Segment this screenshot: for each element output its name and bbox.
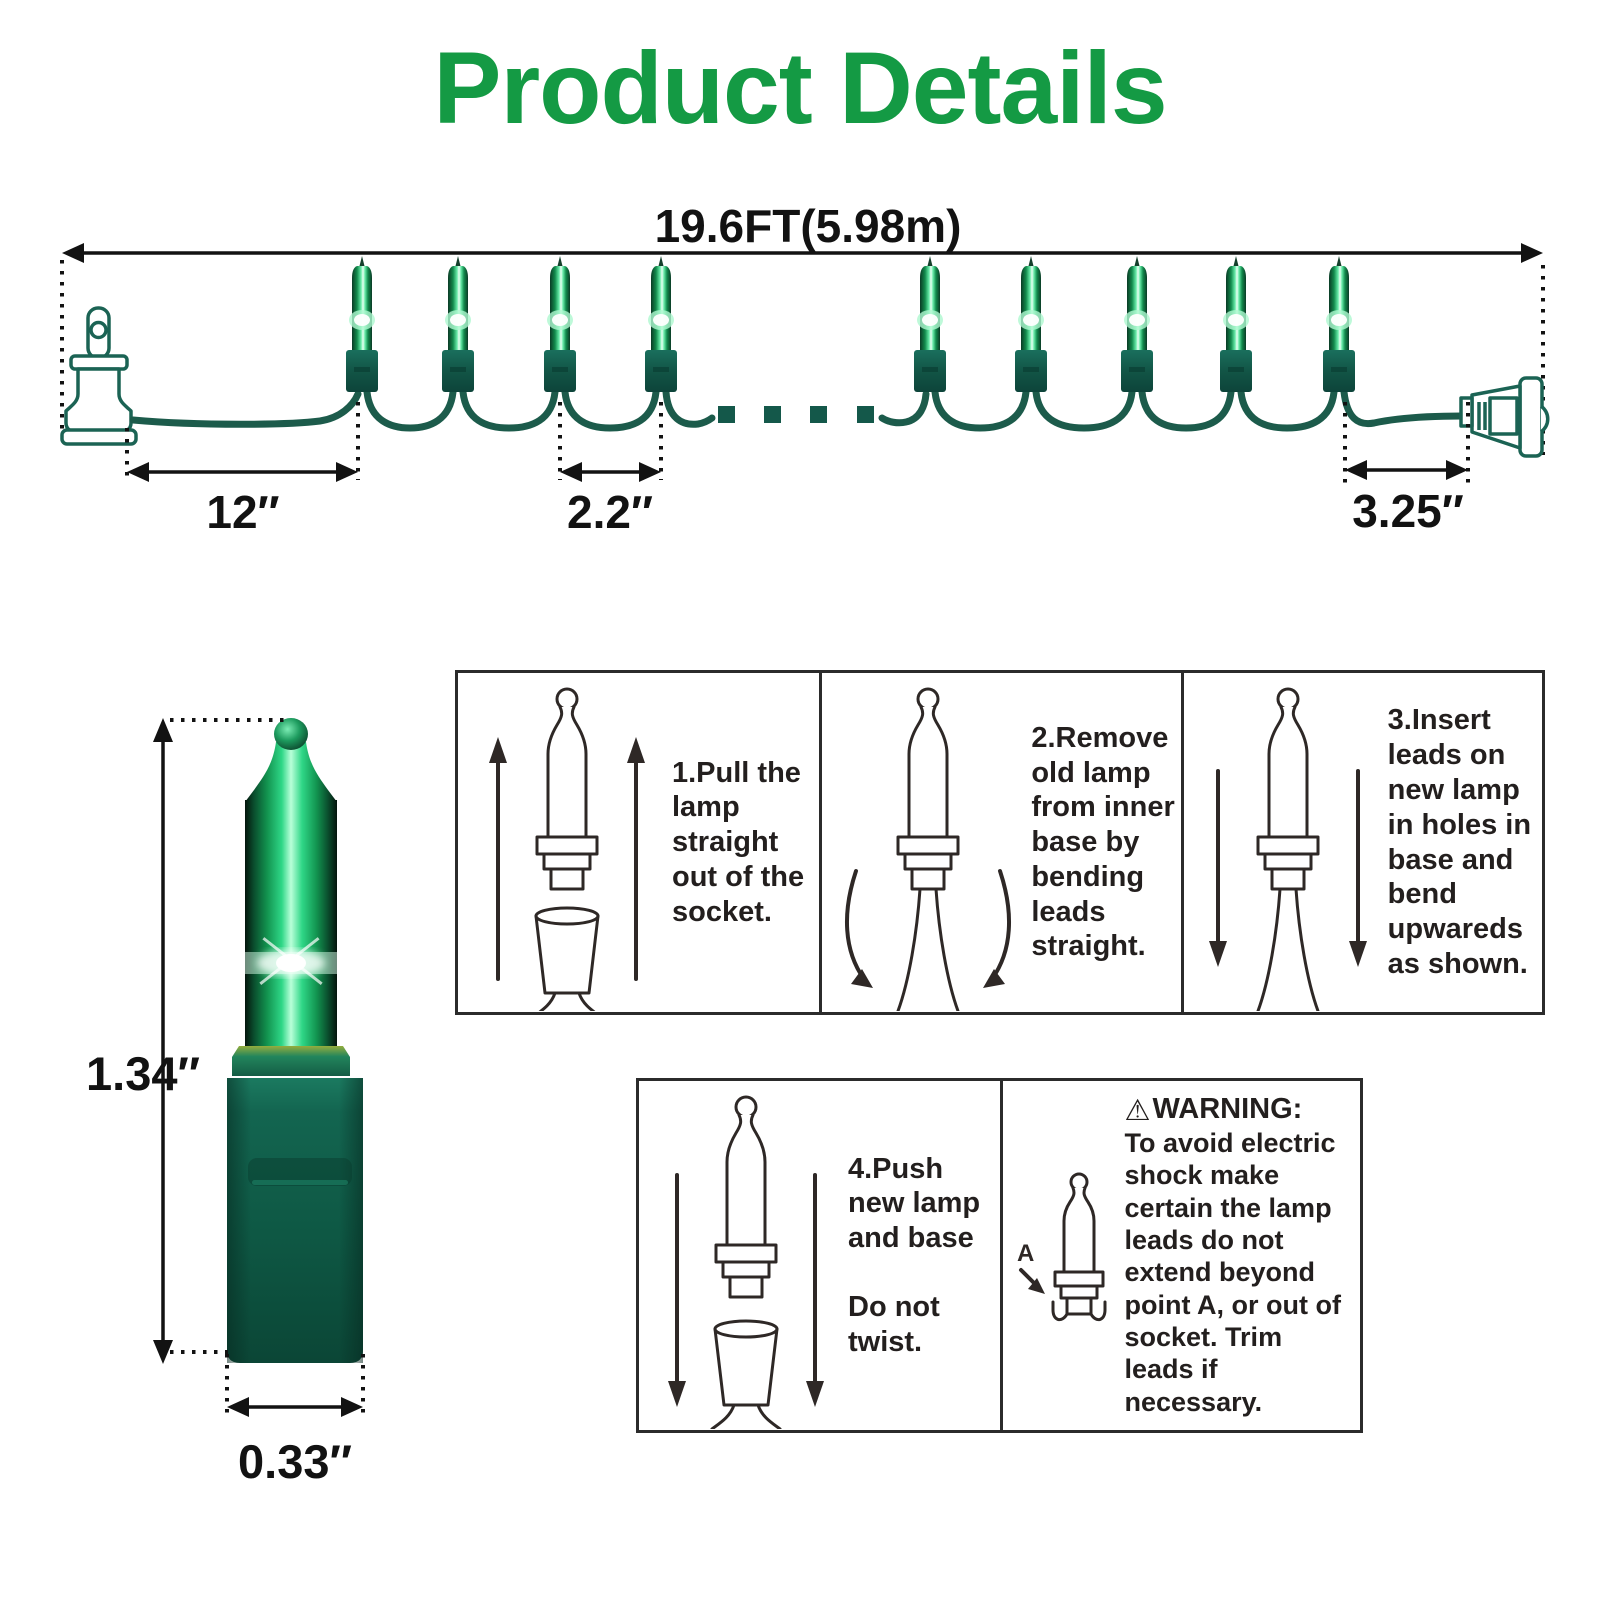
plug-icon: [60, 306, 138, 446]
step3-panel: 3.Insert leads on new lamp in holes in b…: [1180, 673, 1542, 1012]
step1-panel: 1.Pull the lamp straight out of the sock…: [458, 673, 819, 1012]
warning-text-block: ⚠ WARNING: To avoid electric shock make …: [1125, 1093, 1357, 1419]
warning-header: ⚠ WARNING:: [1125, 1093, 1357, 1127]
instruction-panels-row2: 4.Push new lamp and base Do not twist. A: [636, 1078, 1363, 1433]
bulb-dimension-figure: 1.34″ 0.33″: [86, 718, 365, 1488]
step2-diagram: [845, 687, 1012, 1011]
instruction-panels-row1: 1.Pull the lamp straight out of the sock…: [455, 670, 1545, 1015]
string-lights-diagram: 19.6FT(5.98m): [60, 200, 1550, 538]
step4-text-block: 4.Push new lamp and base Do not twist.: [848, 1152, 998, 1360]
wire: [129, 388, 1466, 432]
step4-text: 4.Push new lamp and base: [848, 1152, 981, 1255]
step2-text: 2.Remove old lamp from inner base by ben…: [1031, 721, 1175, 963]
bulb-spacing-label: 2.2″: [567, 486, 653, 538]
page-title: Product Details: [433, 31, 1167, 145]
warning-title: WARNING:: [1152, 1093, 1303, 1126]
bulb-width-label: 0.33″: [238, 1435, 352, 1488]
step4-diagram: [668, 1095, 824, 1429]
warning-icon: ⚠: [1124, 1092, 1151, 1127]
step4-panel: 4.Push new lamp and base Do not twist.: [639, 1081, 1000, 1430]
step2-panel: 2.Remove old lamp from inner base by ben…: [819, 673, 1180, 1012]
end-spacing-label: 3.25″: [1352, 485, 1464, 537]
step4-note: Do not twist.: [848, 1290, 940, 1358]
lead-spacing-label: 12″: [206, 486, 279, 538]
bulb-photo: [227, 718, 363, 1363]
step1-text: 1.Pull the lamp straight out of the sock…: [672, 756, 805, 928]
step3-text: 3.Insert leads on new lamp in holes in b…: [1387, 704, 1532, 980]
total-length-label: 19.6FT(5.98m): [655, 200, 962, 252]
warning-diagram: A: [1017, 1172, 1106, 1321]
bulb-height-label: 1.34″: [86, 1047, 200, 1100]
step1-diagram: [489, 687, 645, 1011]
warning-panel: A ⚠ WARNING: To avoid electric shock mak…: [999, 1081, 1361, 1430]
step3-diagram: [1208, 687, 1367, 1011]
continuation-dots: [718, 406, 874, 423]
warning-body: To avoid electric shock make certain the…: [1124, 1127, 1341, 1417]
point-a-label: A: [1017, 1240, 1034, 1267]
connector-icon: [1459, 376, 1550, 458]
